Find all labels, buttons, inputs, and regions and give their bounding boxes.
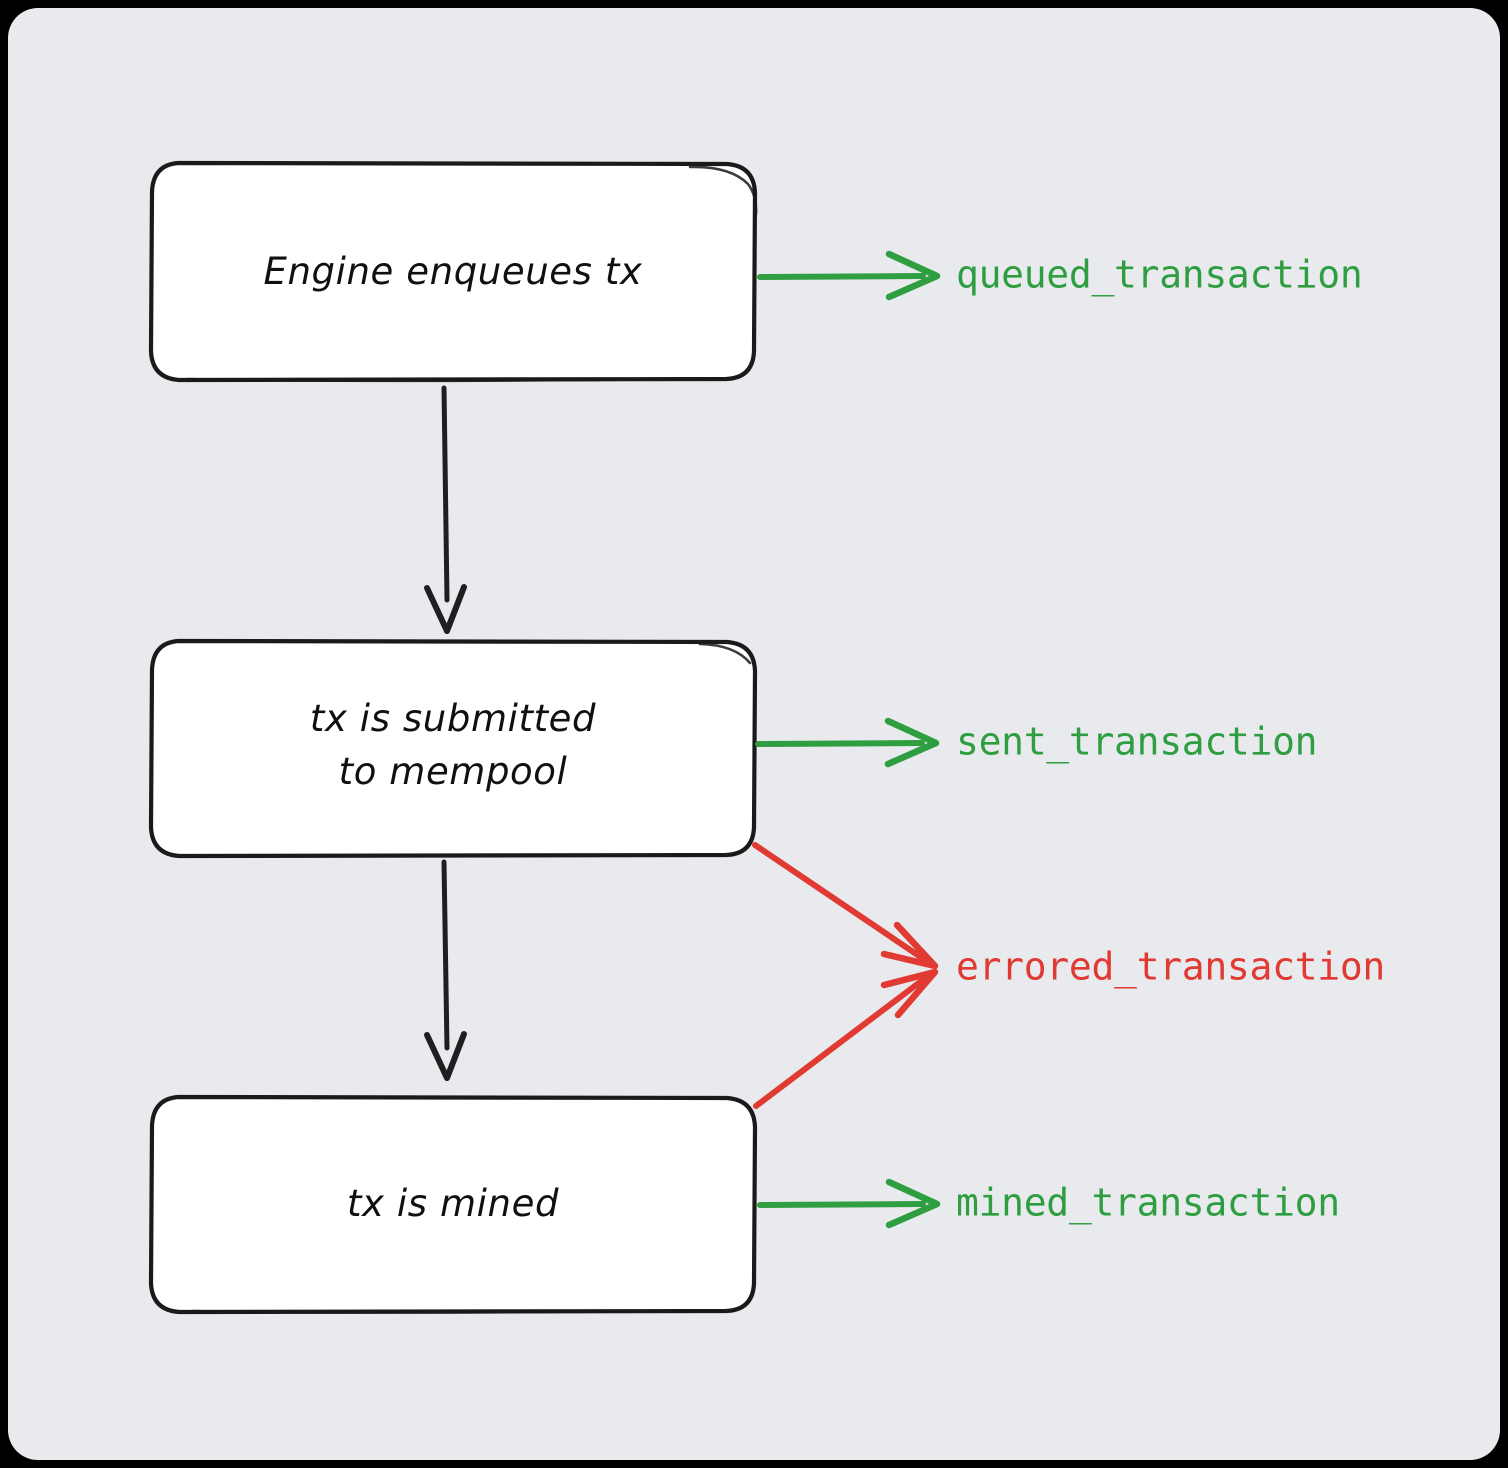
event-arrow-sent: [755, 717, 940, 768]
node-submitted-shape: [148, 638, 758, 859]
event-arrow-errored-from-mined: [753, 968, 939, 1109]
node-submitted-label-line1: tx is submitted: [310, 697, 596, 740]
edge-submitted-to-mined: [424, 859, 467, 1081]
event-arrow-sent-line: [755, 740, 925, 747]
event-label-queued: queued_transaction: [956, 253, 1362, 298]
event-arrow-mined-line: [757, 1201, 926, 1208]
node-enqueued-sketch-stroke-2: [186, 377, 602, 383]
event-arrow-sent-arrowhead: [884, 717, 940, 768]
node-mined-shape: [148, 1094, 758, 1315]
event-label-errored: errored_transaction: [956, 945, 1385, 990]
node-mined-sketch-stroke: [190, 1309, 642, 1314]
node-mined[interactable]: tx is mined: [148, 1094, 758, 1315]
edge-submitted-to-mined-arrowhead: [424, 1031, 467, 1081]
node-submitted[interactable]: tx is submitted to mempool: [148, 638, 758, 859]
event-arrow-errored-from-submitted-line: [752, 842, 931, 965]
node-submitted-sketch-stroke: [698, 642, 752, 665]
event-label-sent: sent_transaction: [956, 720, 1317, 765]
event-arrow-queued-arrowhead: [885, 250, 941, 301]
event-label-mined: mined_transaction: [956, 1181, 1340, 1226]
edge-submitted-to-mined-line: [441, 859, 450, 1051]
node-submitted-label-line2: to mempool: [339, 750, 568, 793]
event-arrow-queued-line: [757, 273, 926, 280]
node-enqueued[interactable]: Engine enqueues tx: [148, 160, 758, 383]
edge-enqueued-to-submitted-line: [441, 385, 450, 603]
event-arrow-errored-from-submitted-arrowhead: [880, 921, 939, 970]
event-arrow-errored-from-submitted: [752, 842, 939, 970]
node-enqueued-sketch-stroke: [688, 165, 758, 216]
event-arrow-mined-arrowhead: [885, 1178, 941, 1229]
node-enqueued-shape: [148, 160, 758, 383]
edge-enqueued-to-submitted-arrowhead: [424, 584, 467, 634]
event-arrow-errored-from-mined-arrowhead: [880, 968, 939, 1019]
event-arrow-mined: [757, 1178, 941, 1229]
event-arrow-queued: [757, 250, 941, 301]
node-mined-label: tx is mined: [347, 1182, 559, 1225]
event-arrow-errored-from-mined-line: [753, 973, 931, 1109]
node-enqueued-label: Engine enqueues tx: [264, 250, 643, 293]
edge-enqueued-to-submitted: [424, 385, 467, 634]
